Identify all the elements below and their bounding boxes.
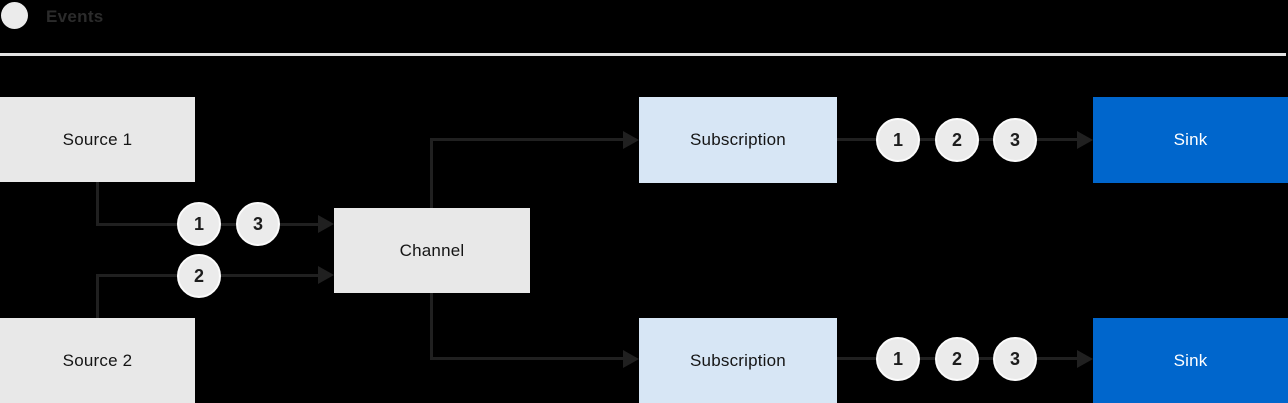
subscription-top-node: Subscription (639, 97, 837, 183)
event-circle: 2 (177, 254, 221, 298)
channel-node: Channel (334, 208, 530, 293)
arrowhead-icon (318, 215, 334, 233)
arrowhead-icon (1077, 131, 1093, 149)
arrowhead-icon (318, 266, 334, 284)
event-circle: 3 (236, 202, 280, 246)
connector-source1-vertical (96, 182, 99, 226)
source-1-node: Source 1 (0, 97, 195, 182)
connector-channel-to-subscription-top (430, 138, 624, 141)
subscription-bottom-node: Subscription (639, 318, 837, 403)
connector-channel-to-subscription-bottom (430, 357, 624, 360)
event-circle: 2 (935, 118, 979, 162)
legend-divider (0, 53, 1286, 56)
connector-source2-vertical (96, 276, 99, 318)
event-circle: 1 (876, 118, 920, 162)
event-circle: 1 (177, 202, 221, 246)
arrowhead-icon (623, 131, 639, 149)
event-circle: 2 (935, 337, 979, 381)
sink-top-node: Sink (1093, 97, 1288, 183)
connector-channel-down-vertical (430, 293, 433, 359)
event-circle: 3 (993, 337, 1037, 381)
arrowhead-icon (623, 350, 639, 368)
event-circle: 1 (876, 337, 920, 381)
event-legend-label: Events (46, 7, 104, 26)
event-legend-circle-icon (1, 2, 28, 29)
arrowhead-icon (1077, 350, 1093, 368)
connector-channel-up-vertical (430, 139, 433, 208)
sink-bottom-node: Sink (1093, 318, 1288, 403)
source-2-node: Source 2 (0, 318, 195, 403)
event-circle: 3 (993, 118, 1037, 162)
